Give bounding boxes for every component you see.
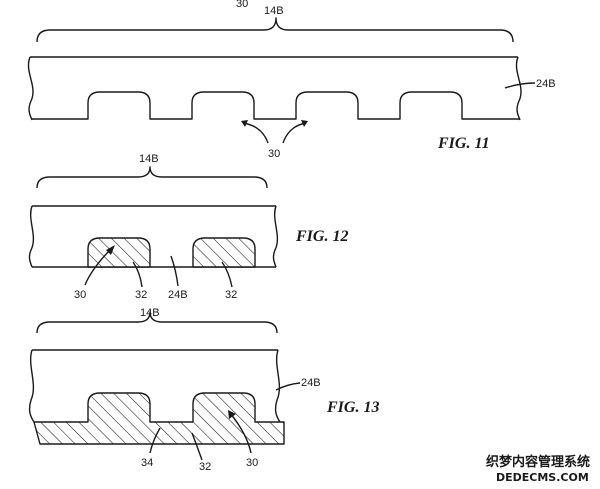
fig12-leader-32-right bbox=[221, 261, 233, 288]
fig11-toothed-profile bbox=[32, 91, 520, 120]
fig11-drawing bbox=[27, 17, 536, 144]
fig13-bracket bbox=[36, 311, 278, 334]
fig13-label-34: 34 bbox=[141, 457, 153, 469]
fig13-arrowhead-30 bbox=[228, 410, 236, 419]
fig11-title: FIG. 11 bbox=[437, 135, 490, 152]
fig12-label-32-right: 32 bbox=[225, 289, 237, 301]
watermark-line1: 织梦内容管理系统 bbox=[486, 454, 590, 470]
fig12-leader-24b bbox=[170, 255, 179, 287]
fig12-leader-32-left bbox=[132, 261, 143, 288]
fig13-bracket-label: 14B bbox=[140, 307, 160, 319]
fig11-top-label: 30 bbox=[236, 0, 248, 10]
fig13-left-break bbox=[28, 349, 35, 423]
fig11-arrowhead-left bbox=[241, 120, 248, 127]
fig11-tooth-label: 30 bbox=[268, 148, 280, 160]
fig11-bracket-label: 14B bbox=[264, 5, 284, 17]
fig11-arrowhead-right bbox=[301, 120, 308, 127]
fig13-drawing bbox=[28, 311, 301, 461]
fig11-right-break bbox=[515, 56, 522, 121]
fig11-leader-30-right bbox=[282, 122, 307, 144]
fig12-title: FIG. 12 bbox=[295, 228, 348, 245]
fig12-label-32-left: 32 bbox=[135, 289, 147, 301]
fig11-left-break bbox=[27, 56, 34, 121]
fig12-hatched-tooth-right bbox=[192, 237, 256, 268]
fig13-label-32: 32 bbox=[199, 461, 211, 473]
fig12-label-24b: 24B bbox=[168, 289, 188, 301]
fig13-leader-30 bbox=[229, 412, 252, 454]
fig13-leader-32 bbox=[191, 432, 203, 461]
fig13-right-break bbox=[274, 349, 281, 423]
fig12-right-break bbox=[272, 205, 279, 268]
fig12-bracket-label: 14B bbox=[139, 153, 159, 165]
fig13-leader-24b bbox=[275, 382, 301, 391]
fig11-bracket bbox=[36, 17, 514, 43]
watermark-line2: DEDECMS.COM bbox=[496, 471, 589, 484]
fig12-left-break bbox=[28, 205, 35, 268]
fig11-leader-24b bbox=[504, 82, 536, 89]
fig13-title: FIG. 13 bbox=[326, 399, 379, 416]
fig12-bracket bbox=[36, 166, 268, 189]
fig13-leader-34 bbox=[149, 427, 161, 454]
fig12-arrowhead-30 bbox=[106, 245, 115, 255]
fig12-hatched-tooth-left bbox=[87, 237, 151, 268]
fig11-body-label: 24B bbox=[536, 78, 556, 90]
fig12-drawing bbox=[28, 166, 279, 288]
fig12-label-30: 30 bbox=[74, 289, 86, 301]
fig13-hatched-layer bbox=[33, 392, 285, 445]
fig13-label-30: 30 bbox=[246, 457, 258, 469]
fig11-leader-30-left bbox=[242, 122, 269, 144]
fig13-body-label: 24B bbox=[301, 377, 321, 389]
